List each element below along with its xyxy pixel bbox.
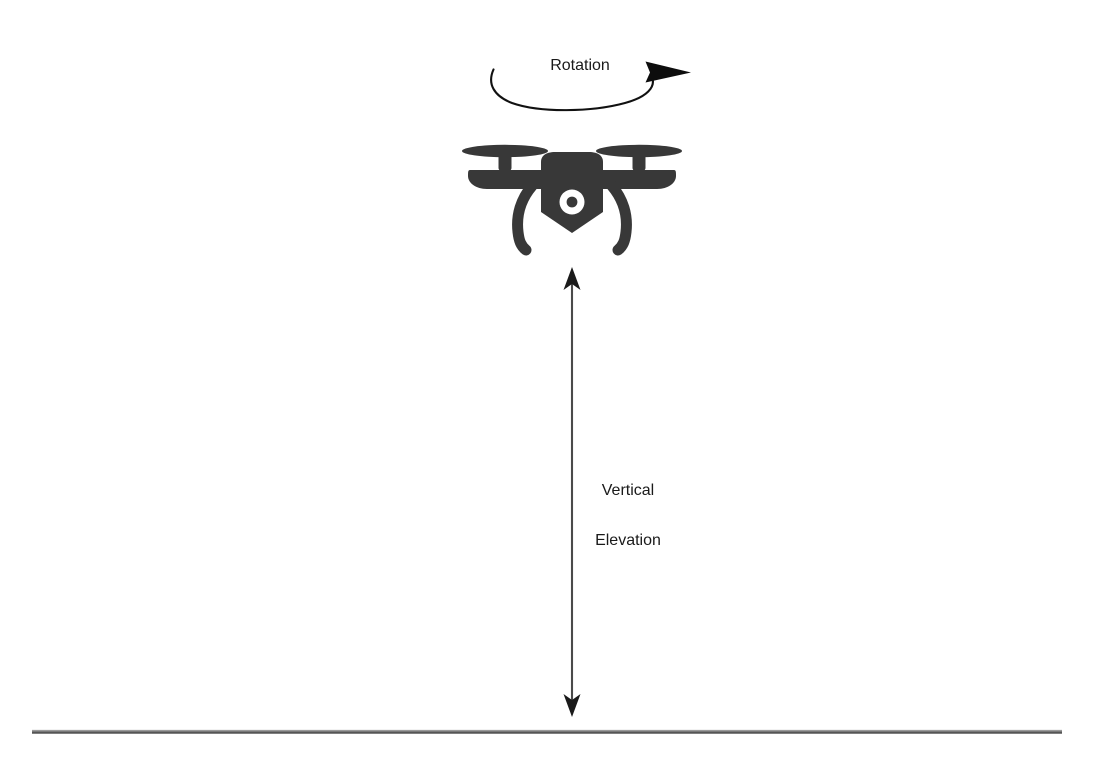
vertical-elevation-label-line1: Vertical [601, 482, 655, 500]
curved-rotation-arrow-icon [490, 61, 691, 112]
double-headed-vertical-arrow-icon [563, 267, 581, 717]
vertical-elevation-label-line2: Elevation [595, 532, 661, 550]
vertical-elevation-label: Vertical Elevation [585, 450, 671, 583]
rotation-label: Rotation [0, 25, 1102, 108]
ground-reference-line [32, 729, 1062, 734]
rotation-label-text: Rotation [550, 57, 610, 75]
quadcopter-drone-icon [462, 144, 682, 256]
